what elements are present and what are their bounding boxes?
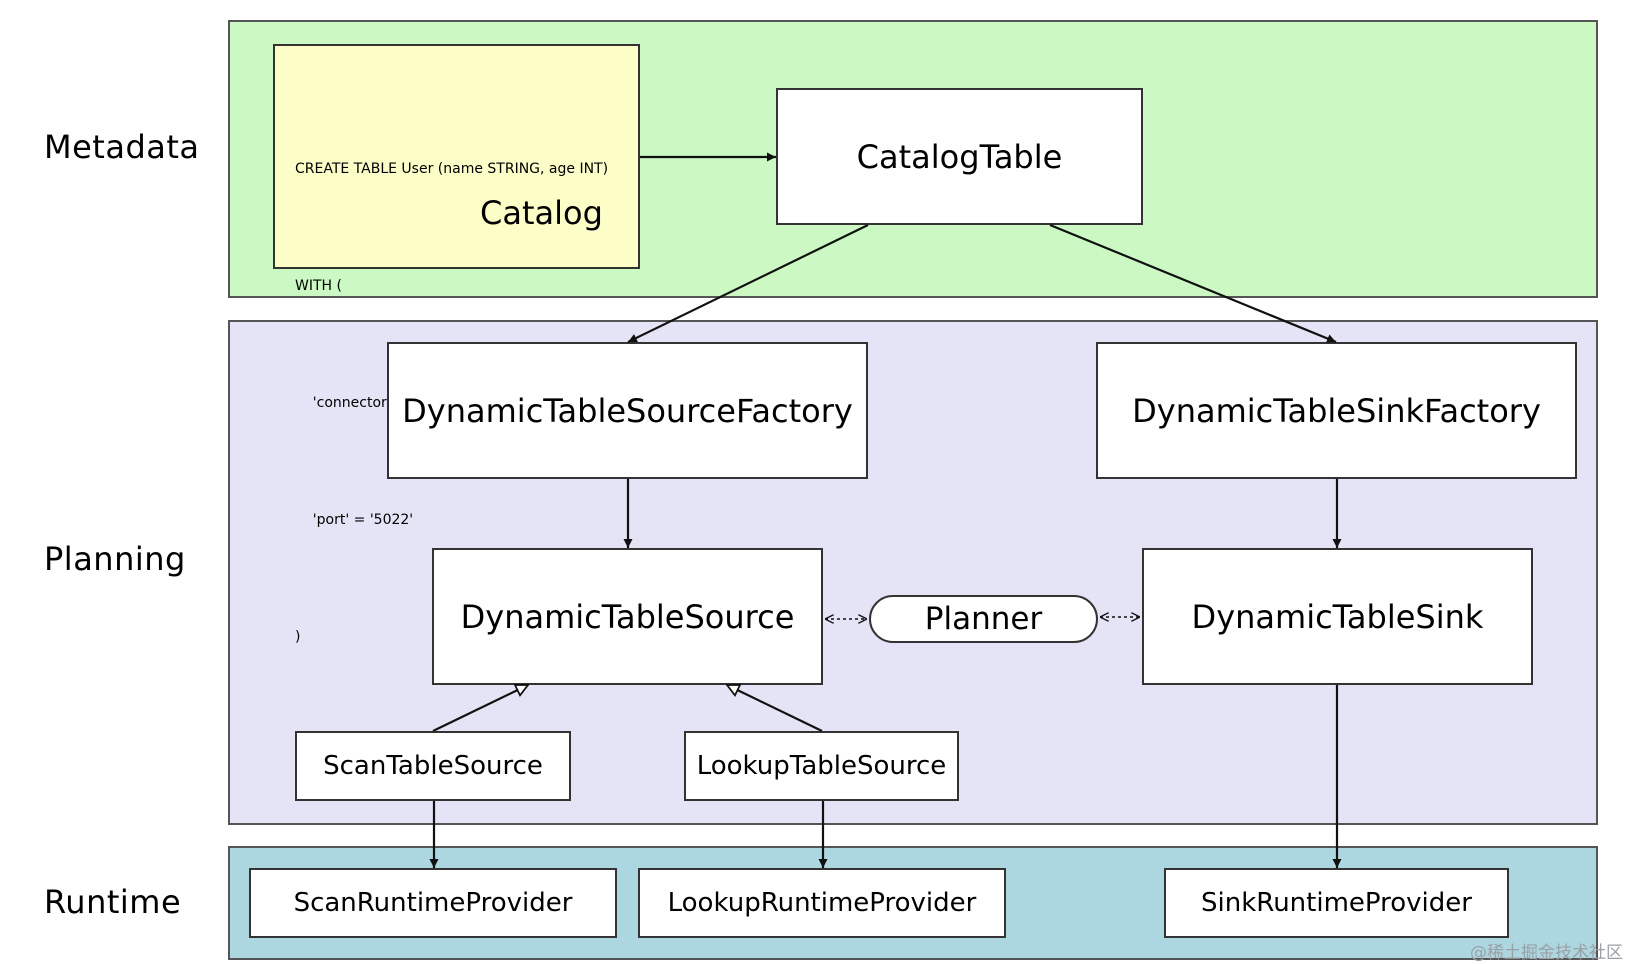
catalog-box: CREATE TABLE User (name STRING, age INT)… bbox=[273, 44, 640, 645]
watermark: @稀土掘金技术社区 bbox=[1470, 943, 1623, 963]
runtime-label: Runtime bbox=[44, 883, 182, 921]
planner-node: Planner bbox=[869, 595, 1098, 643]
sink-provider-node: SinkRuntimeProvider bbox=[1164, 868, 1509, 938]
table-sink-node: DynamicTableSink bbox=[1142, 548, 1533, 685]
scan-provider-node: ScanRuntimeProvider bbox=[249, 868, 617, 938]
sql-line: 'port' = '5022' bbox=[295, 512, 414, 528]
source-factory-node: DynamicTableSourceFactory bbox=[387, 342, 868, 479]
sink-factory-node: DynamicTableSinkFactory bbox=[1096, 342, 1577, 479]
lookup-provider-node: LookupRuntimeProvider bbox=[638, 868, 1006, 938]
planning-label: Planning bbox=[44, 540, 186, 578]
lookup-source-node: LookupTableSource bbox=[684, 731, 959, 801]
sql-line: ) bbox=[295, 629, 301, 645]
sql-line: WITH ( bbox=[295, 278, 342, 294]
scan-source-node: ScanTableSource bbox=[295, 731, 571, 801]
table-source-node: DynamicTableSource bbox=[432, 548, 823, 685]
sql-line: CREATE TABLE User (name STRING, age INT) bbox=[295, 161, 609, 177]
metadata-label: Metadata bbox=[44, 128, 200, 166]
catalog-label: Catalog bbox=[480, 194, 603, 232]
catalog-table-node: CatalogTable bbox=[776, 88, 1143, 225]
